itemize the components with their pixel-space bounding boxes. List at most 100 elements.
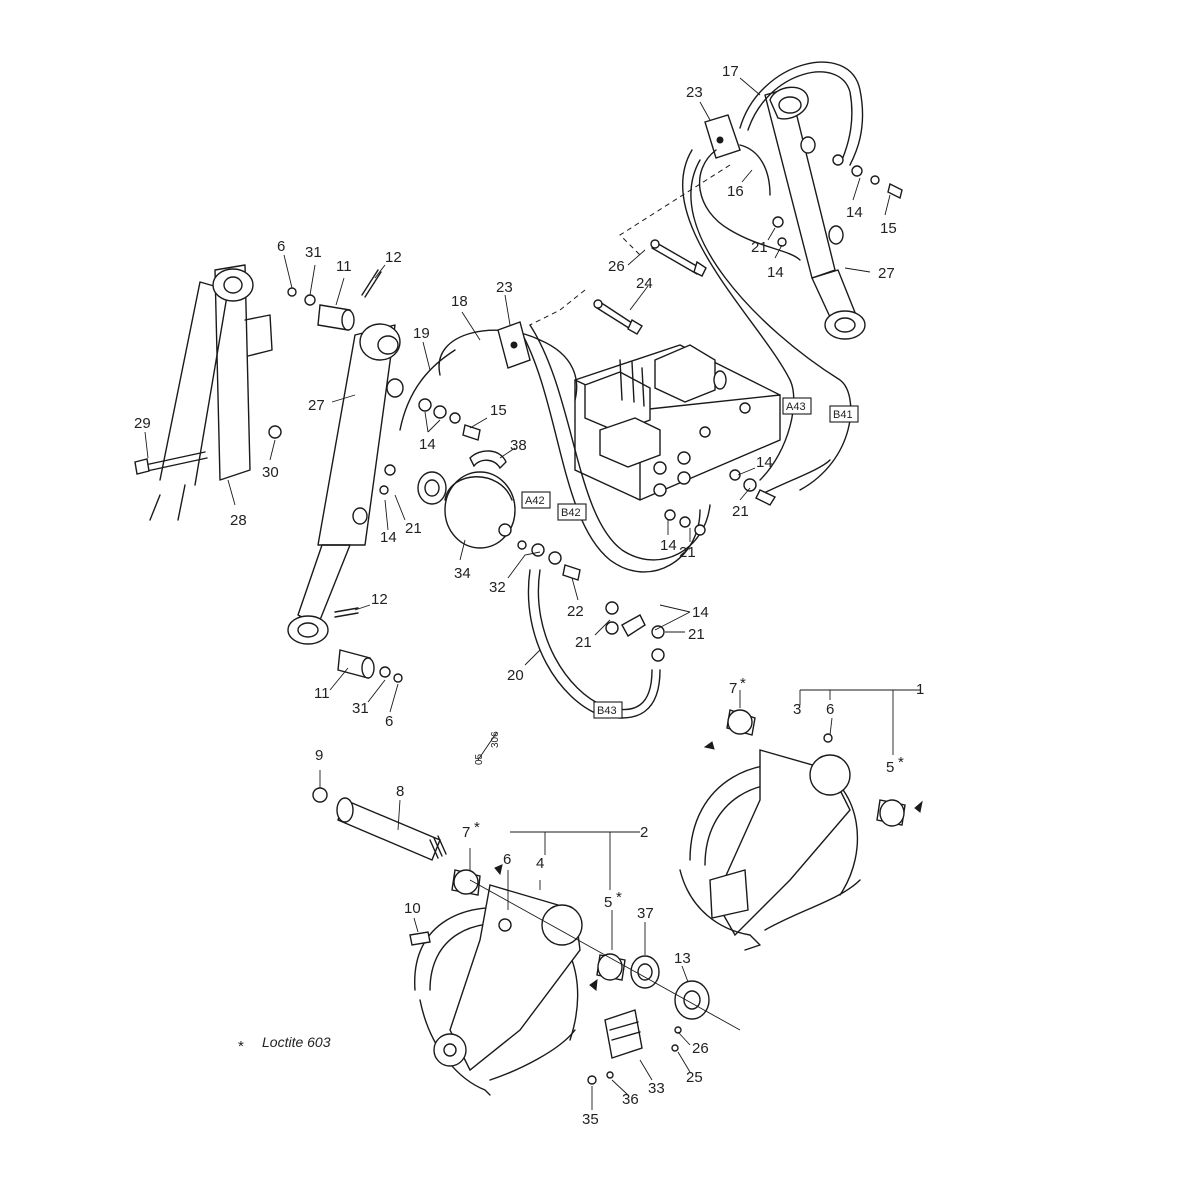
- callout: 21: [751, 239, 768, 256]
- lift-cylinder-27: [287, 323, 404, 645]
- hose-20-inner: [537, 569, 653, 711]
- callout: 24: [636, 275, 653, 292]
- drawing-code: 05 306: [474, 731, 501, 765]
- right-hydraulic-cylinder: [764, 86, 866, 340]
- svg-text:*: *: [740, 675, 746, 692]
- callout: 36: [622, 1091, 639, 1108]
- port-label-b43: B43: [593, 701, 623, 719]
- callout: 20: [507, 667, 524, 684]
- callout: 9: [315, 747, 323, 764]
- hose-b42: [529, 324, 711, 561]
- fittings-32-22: [498, 523, 581, 581]
- hose-b41-end: [759, 459, 831, 496]
- callout: 5: [604, 894, 612, 911]
- callout: 2: [640, 824, 648, 841]
- callout: 35: [582, 1111, 599, 1128]
- clamp-38: [469, 450, 507, 470]
- port-label-b42: B42: [557, 503, 587, 521]
- callout: 21: [688, 626, 705, 643]
- hose-17: [739, 61, 864, 166]
- callout: 5: [886, 759, 894, 776]
- svg-text:B42: B42: [561, 507, 581, 519]
- callout: 31: [305, 244, 322, 261]
- callout: 15: [490, 402, 507, 419]
- callout: 23: [496, 279, 513, 296]
- callout: 22: [567, 603, 584, 620]
- callout: 34: [454, 565, 471, 582]
- hose-17-inner: [747, 71, 853, 161]
- svg-text:B41: B41: [833, 409, 853, 421]
- cotter-pin-12-bottom: [334, 607, 359, 618]
- callout: 27: [878, 265, 895, 282]
- accumulator-34: [417, 471, 516, 549]
- callout: 10: [404, 900, 421, 917]
- callout: 8: [396, 783, 404, 800]
- callout: 16: [727, 183, 744, 200]
- callout: 1: [916, 681, 924, 698]
- bolt-24: [593, 239, 707, 335]
- bracket-33: [604, 1009, 682, 1059]
- callout: 14: [380, 529, 397, 546]
- bolt-29: [134, 425, 282, 475]
- callout: 6: [277, 238, 285, 255]
- callout: 7: [729, 680, 737, 697]
- bushing-5-lower: [589, 953, 626, 991]
- control-valve-block: [574, 344, 781, 501]
- ring-13: [674, 980, 710, 1020]
- callout: 26: [692, 1040, 709, 1057]
- legend-loctite: * Loctite 603: [238, 1034, 331, 1055]
- callout: 37: [637, 905, 654, 922]
- callout: 15: [880, 220, 897, 237]
- screw-35-washer-36: [587, 1071, 614, 1085]
- callout: 4: [536, 855, 544, 872]
- cotter-pin-12-top: [361, 269, 382, 298]
- hose-18: [438, 329, 578, 401]
- leader-lines: [144, 77, 920, 1110]
- bushing-7-lower: [451, 864, 503, 896]
- svg-text:*: *: [898, 754, 904, 771]
- svg-text:B43: B43: [597, 705, 617, 717]
- callout: 21: [679, 544, 696, 561]
- washer-37: [630, 955, 660, 989]
- svg-text:05: 05: [474, 753, 485, 765]
- fittings-15-14-right: [772, 154, 903, 247]
- svg-text:*: *: [616, 889, 622, 906]
- callout: 29: [134, 415, 151, 432]
- callout: 6: [826, 701, 834, 718]
- callout: 14: [660, 537, 677, 554]
- bolt-10: [409, 931, 431, 946]
- callout: 30: [262, 464, 279, 481]
- hose-16: [698, 149, 801, 261]
- legend-symbol: *: [238, 1038, 244, 1055]
- lift-cylinder-28: [149, 264, 273, 521]
- hose-clamp-23-middle: [497, 321, 531, 369]
- svg-text:*: *: [474, 819, 480, 836]
- callout: 26: [608, 258, 625, 275]
- svg-text:A43: A43: [786, 401, 806, 413]
- legend-text: Loctite 603: [262, 1034, 331, 1050]
- pin-11-bottom: [337, 649, 403, 683]
- callout: 14: [767, 264, 784, 281]
- callout: 14: [692, 604, 709, 621]
- hose-to-a43: [681, 149, 795, 481]
- callout: 3: [793, 701, 801, 718]
- callout: 28: [230, 512, 247, 529]
- callout: 25: [686, 1069, 703, 1086]
- hose-to-b41: [690, 159, 852, 491]
- port-label-a42: A42: [521, 491, 551, 509]
- callout: 19: [413, 325, 430, 342]
- callout: 6: [503, 851, 511, 868]
- callout: 12: [371, 591, 388, 608]
- callout: 23: [686, 84, 703, 101]
- hose-19: [399, 349, 456, 431]
- callout: 12: [385, 249, 402, 266]
- port-label-b41: B41: [829, 405, 859, 423]
- callout: 32: [489, 579, 506, 596]
- guide-shoe-assembly-2: [414, 884, 583, 1096]
- pin-11-top: [287, 287, 355, 331]
- callout: 11: [314, 685, 330, 702]
- callout: 11: [336, 258, 352, 275]
- svg-text:306: 306: [490, 731, 501, 748]
- fittings-14-15-left: [379, 398, 481, 495]
